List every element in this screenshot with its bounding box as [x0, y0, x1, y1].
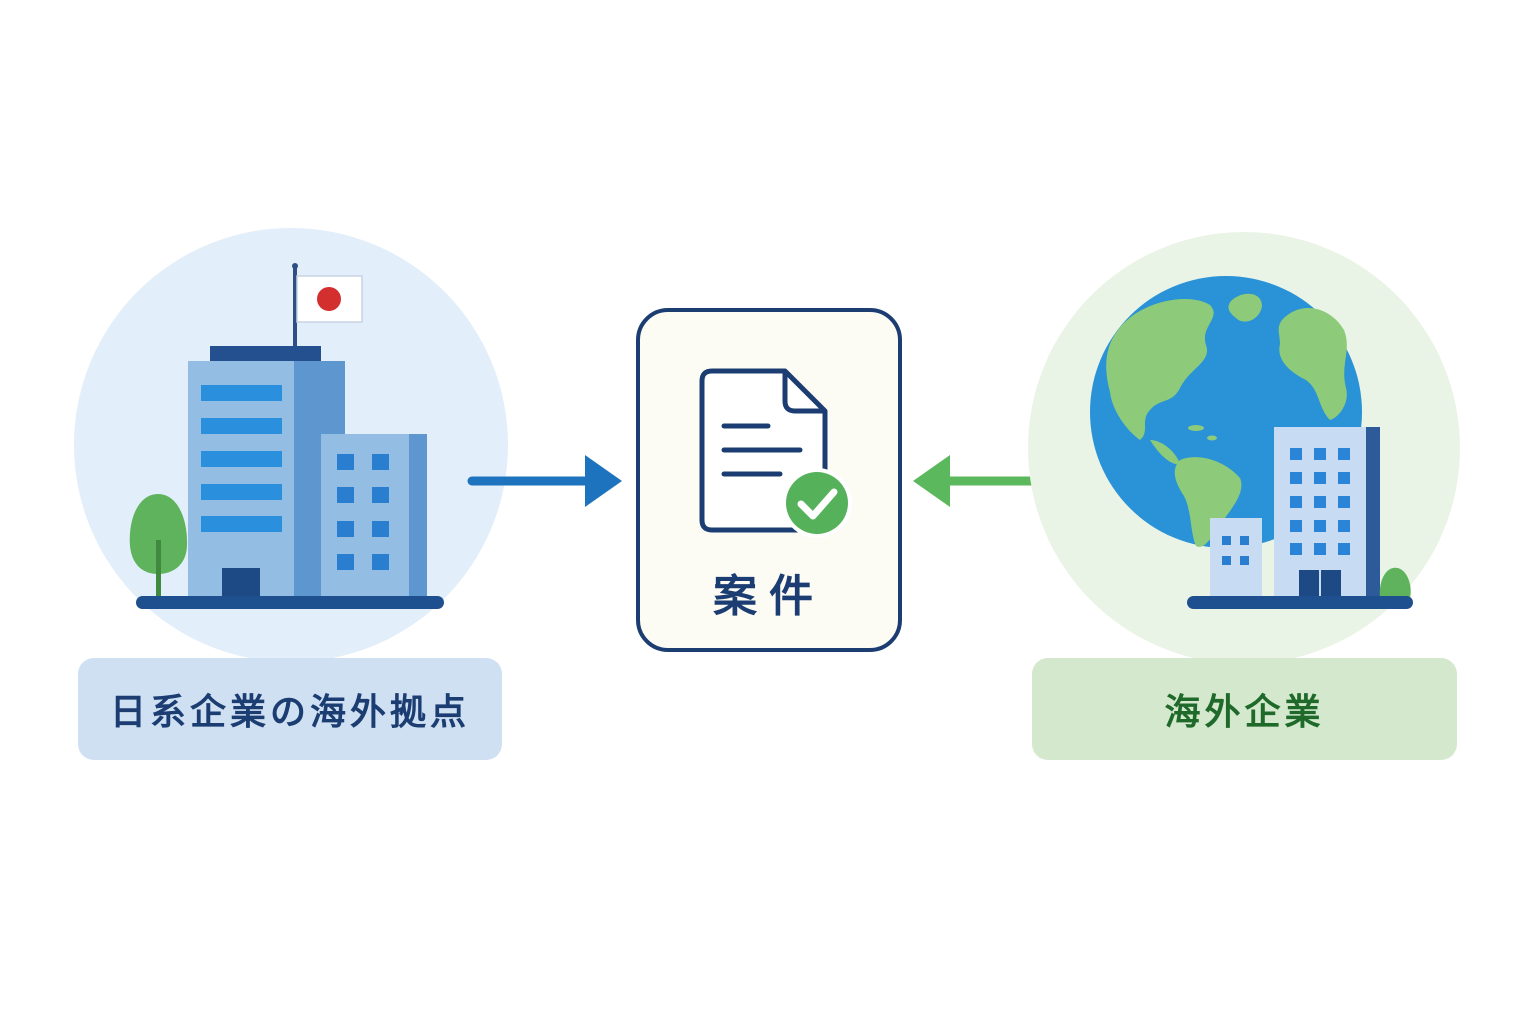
check-badge-icon — [782, 468, 852, 538]
right-node-label: 海外企業 — [1032, 658, 1457, 760]
arrow-left-to-center — [467, 455, 622, 507]
left-node-label-text: 日系企業の海外拠点 — [109, 692, 470, 733]
japan-flag-icon — [296, 275, 363, 323]
left-node-label: 日系企業の海外拠点 — [78, 658, 502, 760]
document-check-icon — [699, 368, 852, 538]
right-node-label-text: 海外企業 — [1164, 692, 1325, 733]
office-building-icon — [129, 263, 444, 609]
tree-icon — [129, 494, 188, 598]
globe-building-icon — [1090, 276, 1413, 609]
center-node-label: 案件 — [713, 571, 825, 622]
